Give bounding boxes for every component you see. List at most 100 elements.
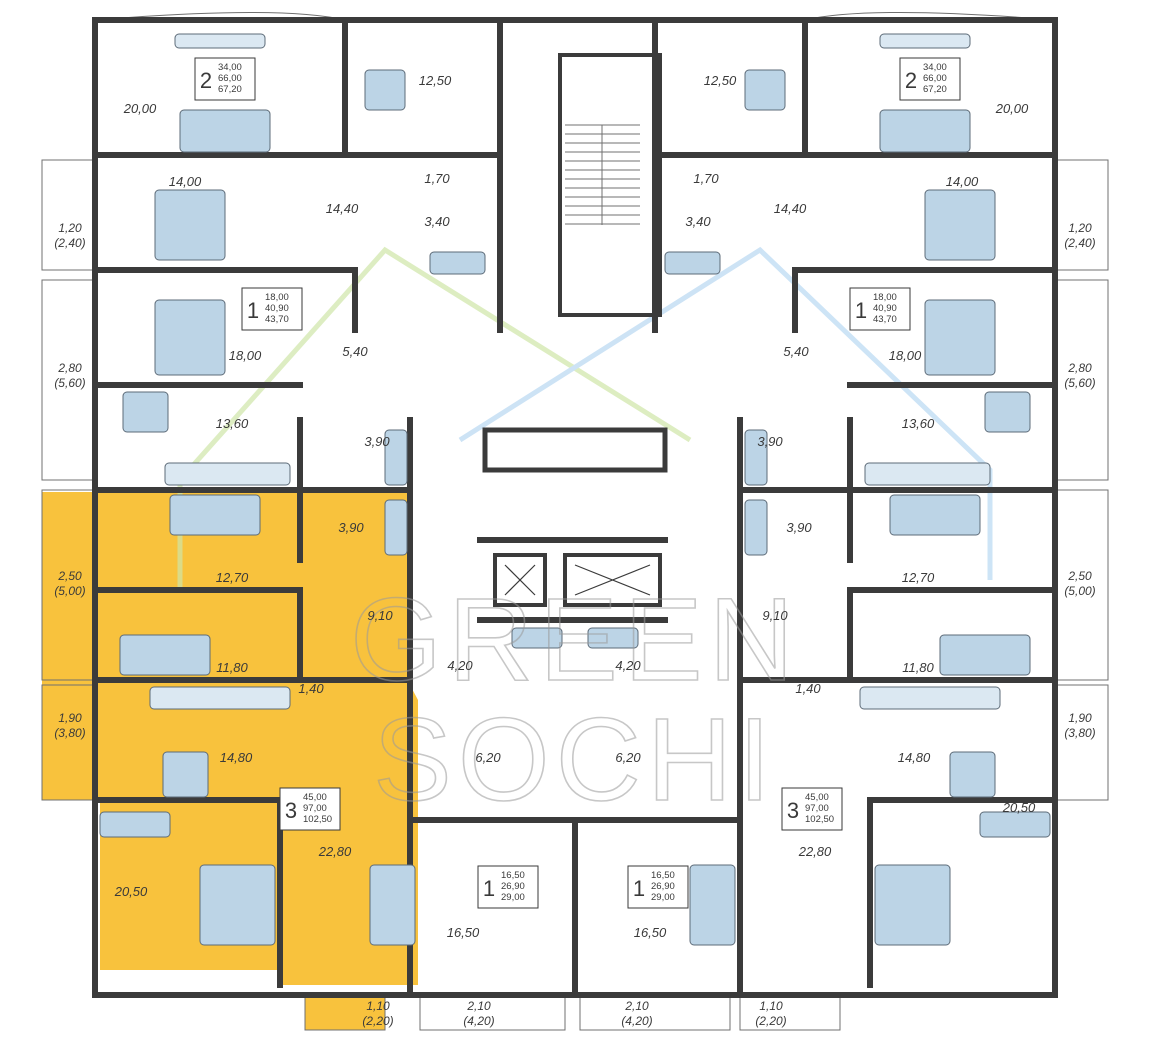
balcony-area: 2,10 xyxy=(624,999,649,1013)
room-area-label: 3,90 xyxy=(757,434,783,449)
balcony-area-full: (4,20) xyxy=(463,1014,494,1028)
balcony-area-full: (5,60) xyxy=(1064,376,1095,390)
balcony-area: 1,20 xyxy=(58,221,82,235)
bed-furniture xyxy=(874,864,951,946)
room-area-label: 1,70 xyxy=(693,171,719,186)
balcony-area: 1,90 xyxy=(1068,711,1092,725)
balcony-labels: 1,20(2,40)2,80(5,60)2,50(5,00)1,90(3,80)… xyxy=(54,221,1095,1028)
balcony-area-full: (5,60) xyxy=(54,376,85,390)
balcony-area: 1,10 xyxy=(759,999,783,1013)
sofa-furniture xyxy=(879,109,971,153)
furniture xyxy=(99,33,1051,946)
apartment-total-area: 26,90 xyxy=(651,881,675,892)
sofa-furniture xyxy=(119,634,211,676)
balcony-area-full: (4,20) xyxy=(621,1014,652,1028)
table-furniture xyxy=(949,751,996,798)
room-area-label: 18,00 xyxy=(229,348,262,363)
balcony-area: 2,50 xyxy=(57,569,82,583)
counter-furniture xyxy=(864,462,991,486)
balcony-area: 1,90 xyxy=(58,711,82,725)
apartment-total-area: 40,90 xyxy=(265,303,289,314)
apartment-living-area: 18,00 xyxy=(265,292,289,303)
room-area-label: 1,40 xyxy=(795,681,821,696)
balcony-area-full: (5,00) xyxy=(54,584,85,598)
apartment-total-area: 40,90 xyxy=(873,303,897,314)
watermark-line2: SOCHI xyxy=(373,694,777,826)
bed-furniture xyxy=(154,189,226,261)
room-area-label: 12,50 xyxy=(419,73,452,88)
elevator-shafts xyxy=(504,564,651,596)
staircase xyxy=(565,124,640,225)
room-area-label: 6,20 xyxy=(615,750,641,765)
walls xyxy=(92,17,1058,998)
room-area-label: 20,50 xyxy=(114,884,148,899)
balcony-area-full: (5,00) xyxy=(1064,584,1095,598)
balcony-area: 2,80 xyxy=(57,361,82,375)
apartment-room-count: 1 xyxy=(855,298,867,323)
apartment-room-count: 1 xyxy=(633,876,645,901)
room-area-label: 13,60 xyxy=(216,416,249,431)
room-area-label: 12,50 xyxy=(704,73,737,88)
apartment-with-balcony-area: 29,00 xyxy=(651,892,675,903)
room-area-label: 4,20 xyxy=(447,658,473,673)
room-area-label: 20,50 xyxy=(1002,800,1036,815)
room-area-label: 5,40 xyxy=(783,344,809,359)
room-area-label: 4,20 xyxy=(615,658,641,673)
bath-furniture xyxy=(744,499,768,556)
bath-furniture xyxy=(744,429,768,486)
bath-furniture xyxy=(511,627,563,649)
highlighted-apartment xyxy=(42,492,418,1030)
apartment-living-area: 34,00 xyxy=(923,62,947,73)
table-furniture xyxy=(122,391,169,433)
armchair-furniture xyxy=(369,864,416,946)
room-area-label: 1,40 xyxy=(298,681,324,696)
apartment-room-count: 1 xyxy=(483,876,495,901)
apartment-with-balcony-area: 102,50 xyxy=(303,814,332,825)
room-area-label: 3,90 xyxy=(338,520,364,535)
balcony-area-full: (3,80) xyxy=(1064,726,1095,740)
apartment-room-count: 2 xyxy=(905,68,917,93)
room-area-label: 14,00 xyxy=(169,174,202,189)
balcony-area-full: (2,20) xyxy=(755,1014,786,1028)
balconies xyxy=(41,12,1109,1031)
room-area-label: 12,70 xyxy=(216,570,249,585)
tv-furniture xyxy=(879,33,971,49)
sofa-furniture xyxy=(179,109,271,153)
apartment-with-balcony-area: 67,20 xyxy=(218,84,242,95)
apartment-living-area: 16,50 xyxy=(501,870,525,881)
room-area-label: 14,40 xyxy=(774,201,807,216)
apartment-with-balcony-area: 43,70 xyxy=(873,314,897,325)
watermark-line1: GREEN xyxy=(350,574,800,706)
sofa-furniture xyxy=(939,634,1031,676)
balcony-area-full: (2,40) xyxy=(1064,236,1095,250)
balcony-area: 1,20 xyxy=(1068,221,1092,235)
bed-furniture xyxy=(924,189,996,261)
apartment-living-area: 16,50 xyxy=(651,870,675,881)
balcony-area: 2,50 xyxy=(1067,569,1092,583)
apartment-living-area: 45,00 xyxy=(303,792,327,803)
bed-furniture xyxy=(199,864,276,946)
table-furniture xyxy=(984,391,1031,433)
bed-furniture xyxy=(154,299,226,376)
apartment-total-area: 97,00 xyxy=(303,803,327,814)
apartment-living-area: 45,00 xyxy=(805,792,829,803)
room-area-label: 14,40 xyxy=(326,201,359,216)
room-area-label: 11,80 xyxy=(902,660,934,675)
counter-furniture xyxy=(149,686,291,710)
apartment-living-area: 18,00 xyxy=(873,292,897,303)
room-area-label: 1,70 xyxy=(424,171,450,186)
keyboard-furniture xyxy=(99,811,171,838)
counter-furniture xyxy=(164,462,291,486)
apartment-with-balcony-area: 102,50 xyxy=(805,814,834,825)
room-area-label: 9,10 xyxy=(762,608,788,623)
room-area-label: 18,00 xyxy=(889,348,922,363)
balcony-area: 2,10 xyxy=(466,999,491,1013)
room-area-label: 22,80 xyxy=(318,844,352,859)
room-area-label: 14,80 xyxy=(898,750,931,765)
